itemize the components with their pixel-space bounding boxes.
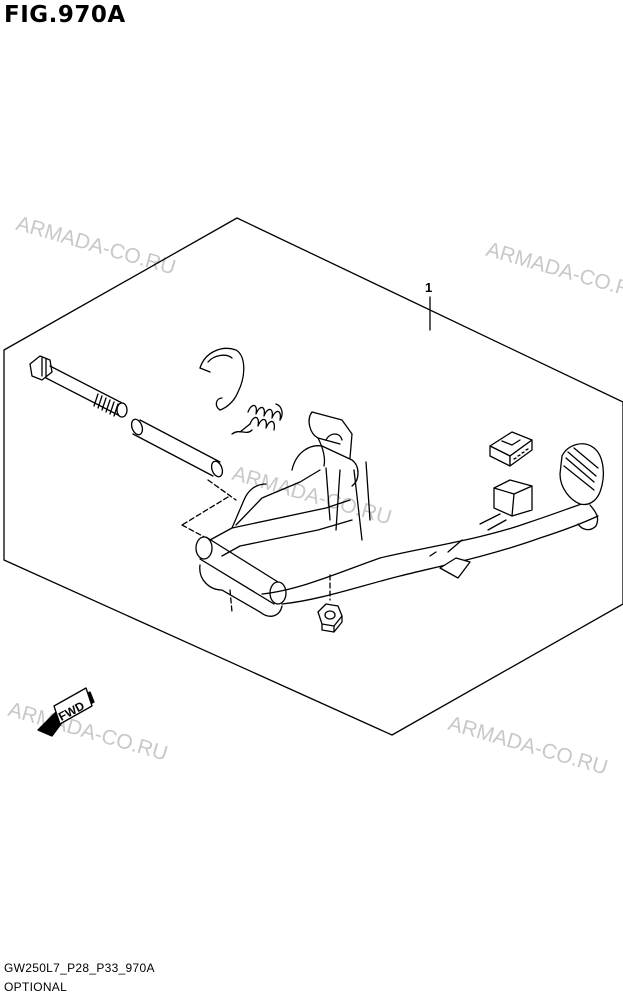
pipe-collar [130, 418, 224, 478]
main-stand [195, 411, 605, 617]
figure-note: OPTIONAL [4, 980, 68, 994]
figure-title: FIG.970A [4, 2, 126, 28]
nut [317, 603, 343, 633]
bolt [29, 355, 128, 418]
callout-1-label: 1 [425, 280, 432, 295]
dashed-leader [229, 574, 331, 613]
clip [199, 347, 245, 411]
spring [231, 403, 283, 435]
rubber-block [489, 431, 533, 467]
kit-outline-box [3, 217, 623, 736]
figure-code: GW250L7_P28_P33_970A [4, 961, 155, 975]
dashed-leader [181, 479, 237, 541]
fwd-direction-arrow: FWD [37, 687, 95, 737]
